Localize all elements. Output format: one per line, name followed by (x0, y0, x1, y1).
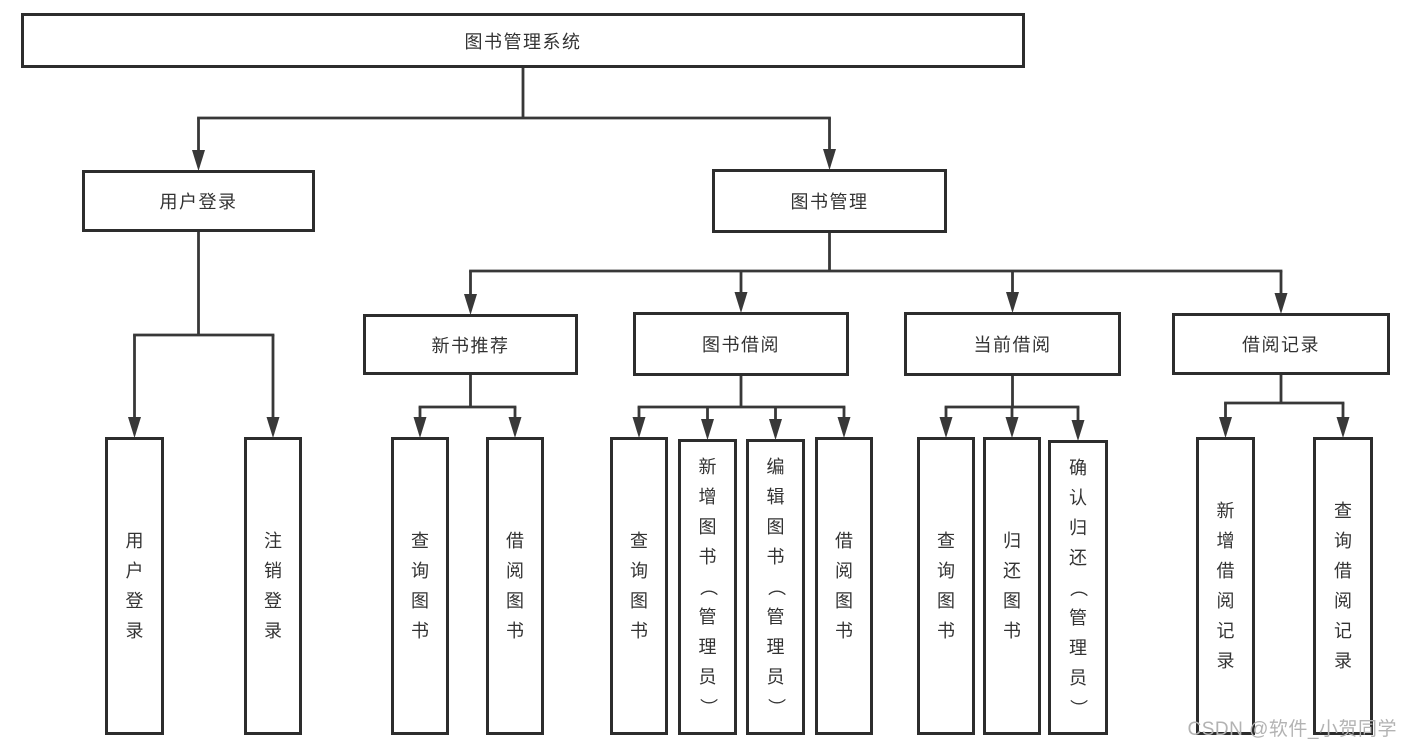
node-leaf-query-books-2: 查询图书 (610, 437, 668, 735)
node-new-book-recommendation: 新书推荐 (363, 314, 578, 375)
node-book-borrowing: 图书借阅 (633, 312, 849, 376)
node-leaf-logout-login: 注销登录 (244, 437, 302, 735)
node-leaf-query-borrow-record: 查询借阅记录 (1313, 437, 1373, 735)
node-leaf-add-books-admin: 新增图书（管理员） (678, 439, 737, 735)
node-leaf-confirm-return-admin: 确认归还（管理员） (1048, 440, 1108, 735)
node-leaf-query-books-3: 查询图书 (917, 437, 975, 735)
node-leaf-borrow-books-1: 借阅图书 (486, 437, 544, 735)
node-leaf-user-login: 用户登录 (105, 437, 164, 735)
node-current-borrowing: 当前借阅 (904, 312, 1121, 376)
node-library-system: 图书管理系统 (21, 13, 1025, 68)
node-leaf-query-books-1: 查询图书 (391, 437, 449, 735)
node-book-management: 图书管理 (712, 169, 947, 233)
node-leaf-edit-books-admin: 编辑图书（管理员） (746, 439, 805, 735)
node-leaf-borrow-books-2: 借阅图书 (815, 437, 873, 735)
node-user-login: 用户登录 (82, 170, 315, 232)
node-borrowing-records: 借阅记录 (1172, 313, 1390, 375)
node-leaf-return-books: 归还图书 (983, 437, 1041, 735)
node-leaf-add-borrow-record: 新增借阅记录 (1196, 437, 1255, 735)
csdn-watermark: CSDN @软件_小贺同学 (1187, 719, 1397, 740)
